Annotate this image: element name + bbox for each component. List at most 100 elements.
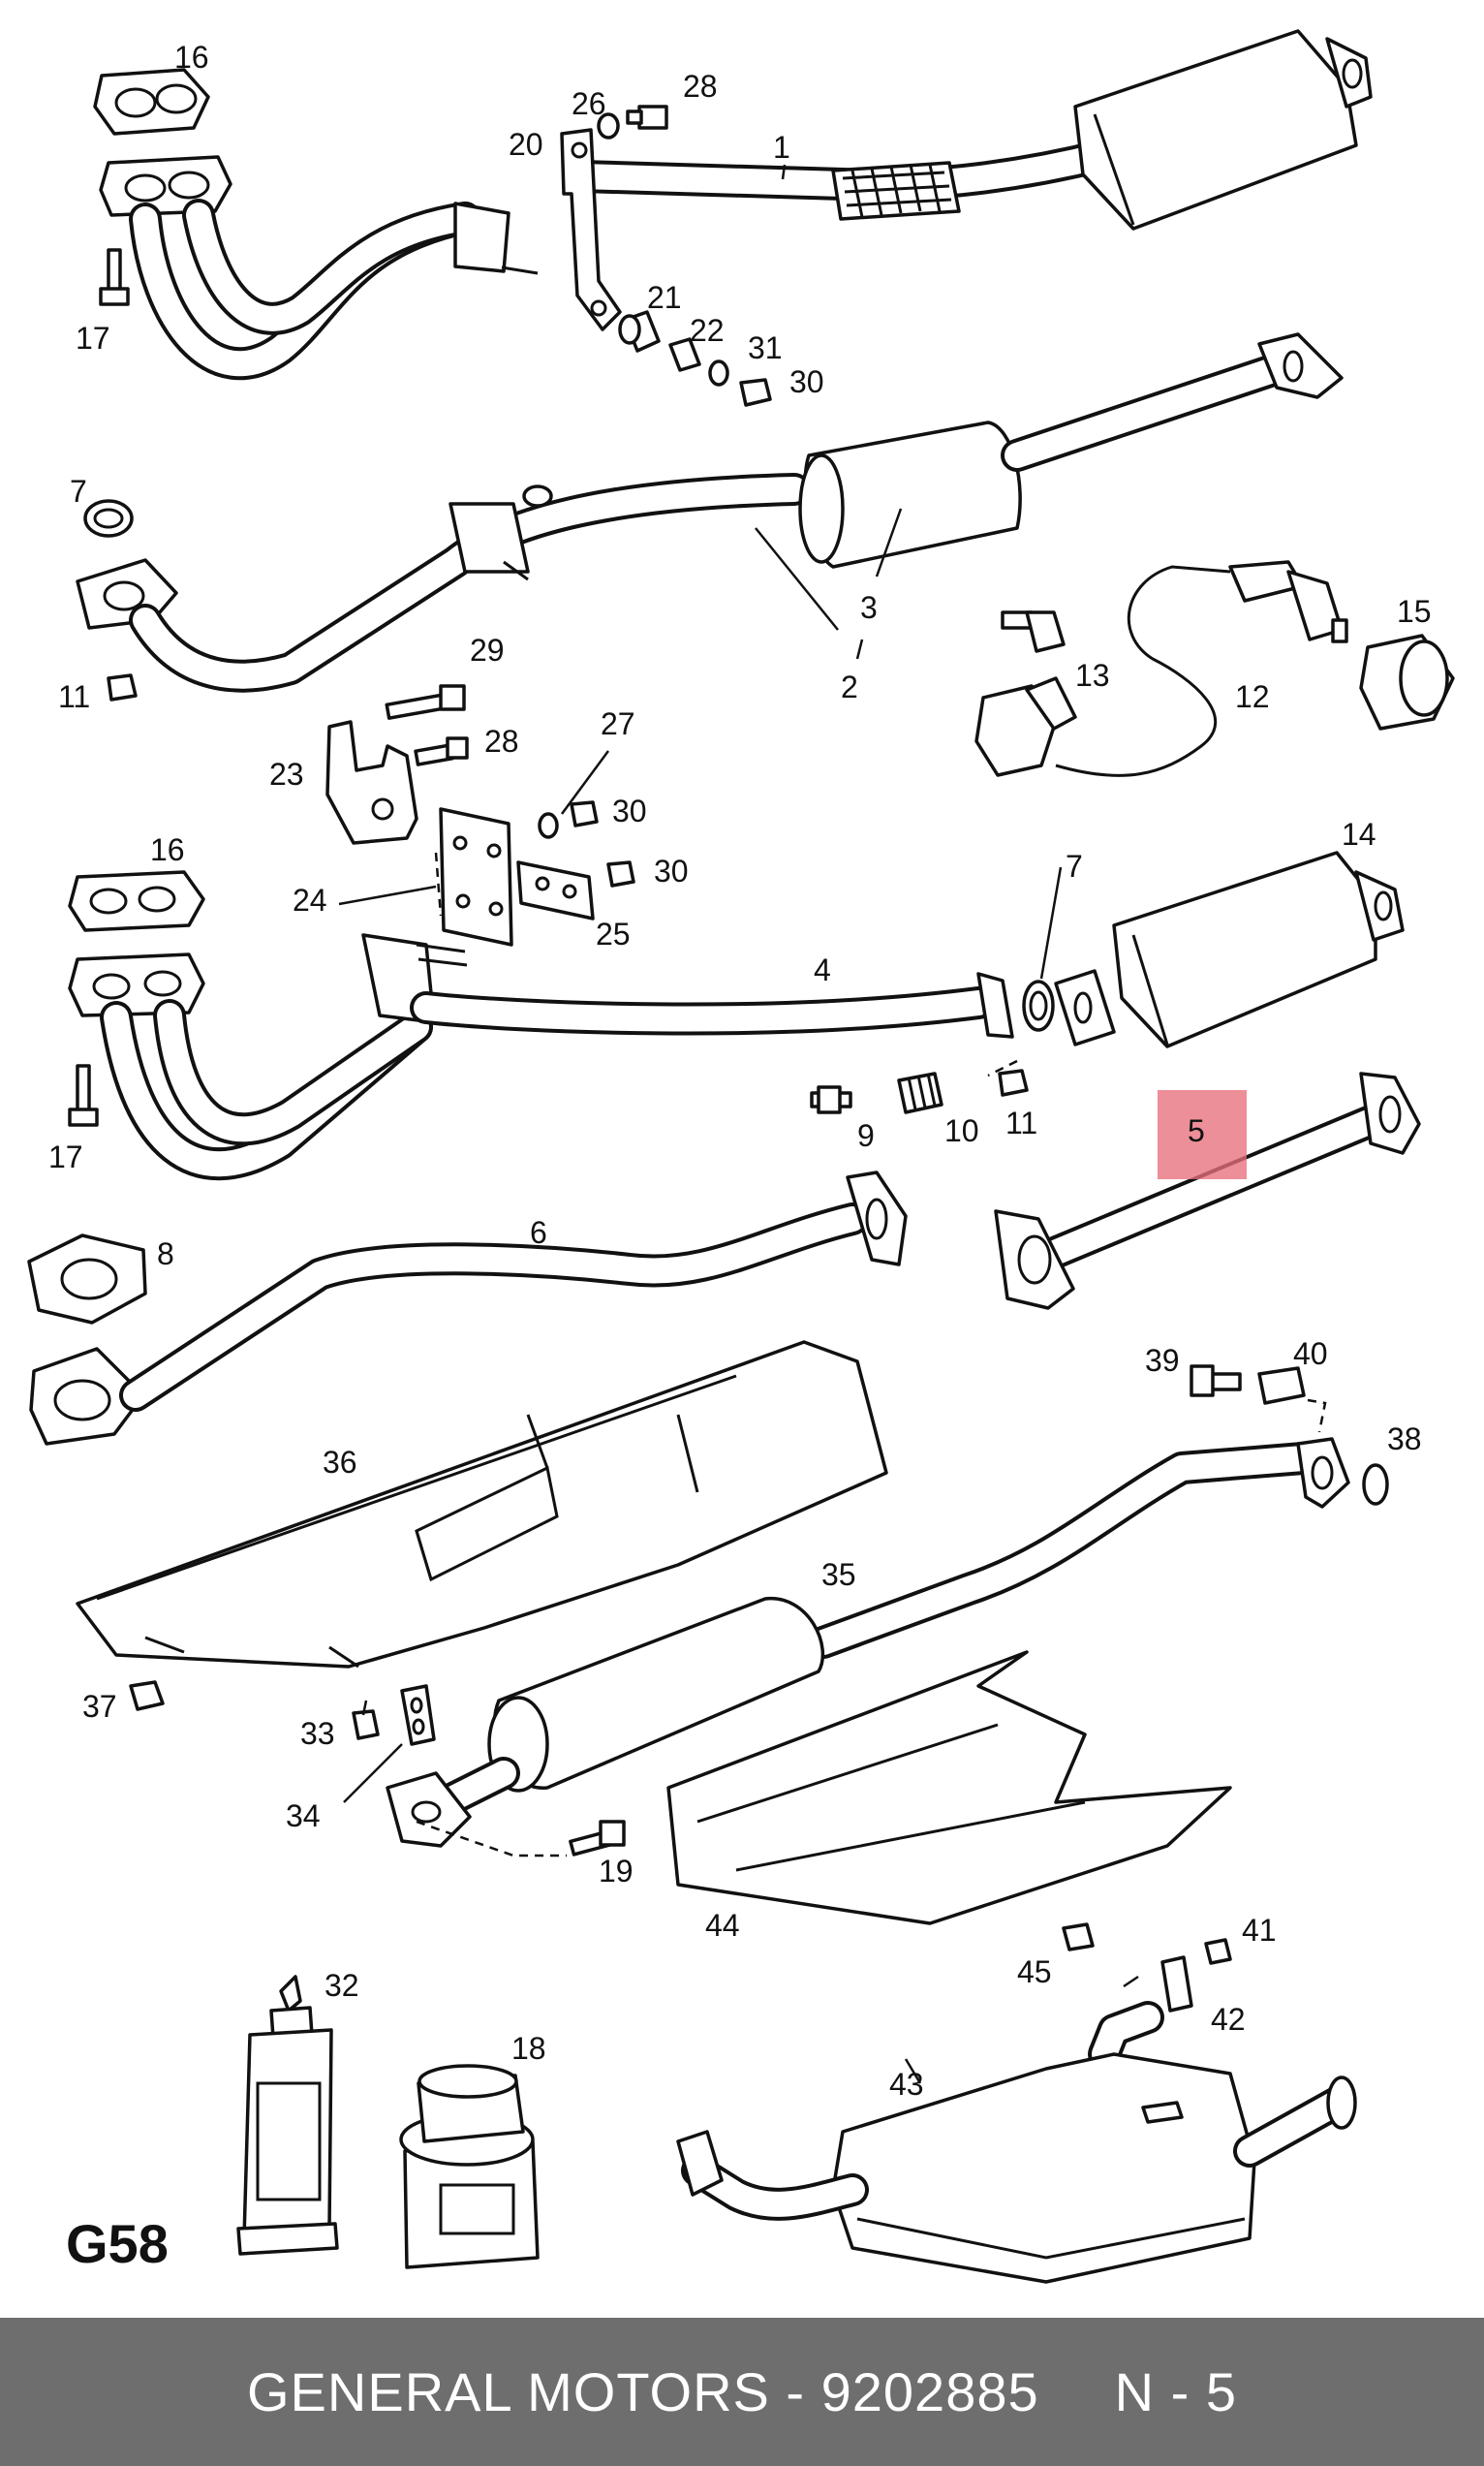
front-pipe-6 xyxy=(29,1171,908,1446)
rear-silencer-35 xyxy=(386,1437,1350,1848)
label-36: 36 xyxy=(323,1445,357,1480)
nut-33 xyxy=(352,1709,380,1740)
sheet-code: G58 xyxy=(66,2213,169,2274)
washer-26 xyxy=(597,112,620,140)
washer-31 xyxy=(708,359,729,387)
washer-27 xyxy=(538,812,559,839)
gasket-7-mid xyxy=(1022,980,1055,1032)
bolt-19 xyxy=(569,1820,626,1857)
boot-15 xyxy=(1359,634,1455,731)
label-24: 24 xyxy=(293,883,327,918)
sensor-plug-13 xyxy=(974,676,1077,777)
label-31: 31 xyxy=(748,330,783,365)
highlight-marker-5 xyxy=(1158,1090,1247,1179)
rear-silencer-43 xyxy=(676,2001,1357,2284)
label-30: 30 xyxy=(612,794,647,828)
label-23: 23 xyxy=(269,757,304,792)
pipe-5 xyxy=(994,1072,1421,1310)
label-2: 2 xyxy=(841,670,858,704)
rubber-mount-34 xyxy=(400,1684,436,1746)
nut-38 xyxy=(1362,1463,1389,1506)
label-13: 13 xyxy=(1075,658,1110,693)
manifold-gasket-16-mid xyxy=(68,870,205,932)
gasket-7-top xyxy=(83,499,134,538)
front-pipe-2 xyxy=(76,473,811,693)
label-42: 42 xyxy=(1211,2002,1246,2037)
bolt-28-top xyxy=(626,105,668,130)
label-30: 30 xyxy=(789,364,824,399)
label-20: 20 xyxy=(509,127,543,162)
label-7: 7 xyxy=(1066,849,1083,884)
label-44: 44 xyxy=(705,1908,740,1943)
exhaust-parts-diagram: 1 16 26 28 20 17 21 22 31 30 7 3 2 11 15… xyxy=(27,29,1455,2284)
label-12: 12 xyxy=(1235,679,1270,714)
plate-24 xyxy=(439,807,513,947)
nut-11-mid xyxy=(998,1069,1029,1097)
label-19: 19 xyxy=(599,1854,634,1889)
leader-lines xyxy=(338,164,1327,2084)
label-7: 7 xyxy=(70,474,87,509)
nut-37 xyxy=(129,1680,165,1711)
label-33: 33 xyxy=(300,1716,335,1751)
label-39: 39 xyxy=(1145,1343,1180,1378)
label-9: 9 xyxy=(857,1118,875,1153)
sealant-tube-32 xyxy=(236,1975,339,2256)
footer-brand: GENERAL MOTORS xyxy=(246,2361,770,2422)
bolt-39 xyxy=(1190,1364,1242,1397)
label-41: 41 xyxy=(1242,1913,1277,1948)
label-17: 17 xyxy=(76,321,110,356)
label-28: 28 xyxy=(484,724,519,759)
footer-separator: - xyxy=(769,2361,821,2422)
heat-shield-44 xyxy=(666,1650,1232,1925)
spring-10 xyxy=(897,1072,943,1114)
label-32: 32 xyxy=(325,1968,359,2003)
bracket-23 xyxy=(325,720,418,845)
bolt-28-mid xyxy=(414,736,469,766)
gasket-8 xyxy=(27,1233,147,1325)
exhaust-manifold-mid xyxy=(68,933,468,1181)
label-40: 40 xyxy=(1293,1336,1328,1371)
label-8: 8 xyxy=(157,1236,174,1271)
label-21: 21 xyxy=(647,280,682,315)
bolt-17-top xyxy=(99,248,130,306)
label-4: 4 xyxy=(814,952,831,987)
heat-shield-36 xyxy=(76,1340,888,1669)
label-16: 16 xyxy=(174,40,209,75)
label-17: 17 xyxy=(48,1139,83,1174)
rubber-mount-42 xyxy=(1160,1955,1193,2013)
nut-45 xyxy=(1062,1922,1095,1951)
nut-11-top xyxy=(107,673,138,702)
label-6: 6 xyxy=(530,1215,547,1250)
manifold-gasket-16-top xyxy=(93,68,210,136)
label-29: 29 xyxy=(470,633,505,668)
label-35: 35 xyxy=(821,1557,856,1592)
exhaust-manifold-top xyxy=(99,155,539,381)
front-pipe-1 xyxy=(565,29,1373,231)
bolt-9 xyxy=(810,1085,852,1114)
label-22: 22 xyxy=(690,313,725,348)
footer-position-label: N - 5 xyxy=(1114,2361,1237,2422)
label-1: 1 xyxy=(773,130,790,165)
bracket-20 xyxy=(560,128,622,331)
label-28: 28 xyxy=(683,69,718,104)
label-27: 27 xyxy=(601,706,635,741)
washer-41 xyxy=(1204,1938,1232,1965)
footer-caption: GENERAL MOTORS - 9202885 N - 5 xyxy=(0,2318,1484,2466)
center-silencer-3 xyxy=(798,332,1344,569)
label-15: 15 xyxy=(1397,594,1432,629)
bolt-13 xyxy=(1001,610,1066,653)
label-18: 18 xyxy=(511,2031,546,2066)
label-11: 11 xyxy=(58,679,90,714)
bush-22 xyxy=(668,337,701,372)
label-37: 37 xyxy=(82,1689,117,1724)
label-25: 25 xyxy=(596,917,631,952)
label-3: 3 xyxy=(860,590,878,625)
spring-40 xyxy=(1257,1366,1306,1405)
label-45: 45 xyxy=(1017,1954,1052,1989)
label-26: 26 xyxy=(572,86,606,121)
bolt-17-mid xyxy=(68,1064,99,1127)
label-43: 43 xyxy=(889,2067,924,2102)
oxygen-sensor-12 xyxy=(1055,560,1348,777)
plate-25 xyxy=(516,860,595,921)
label-16: 16 xyxy=(150,832,185,867)
